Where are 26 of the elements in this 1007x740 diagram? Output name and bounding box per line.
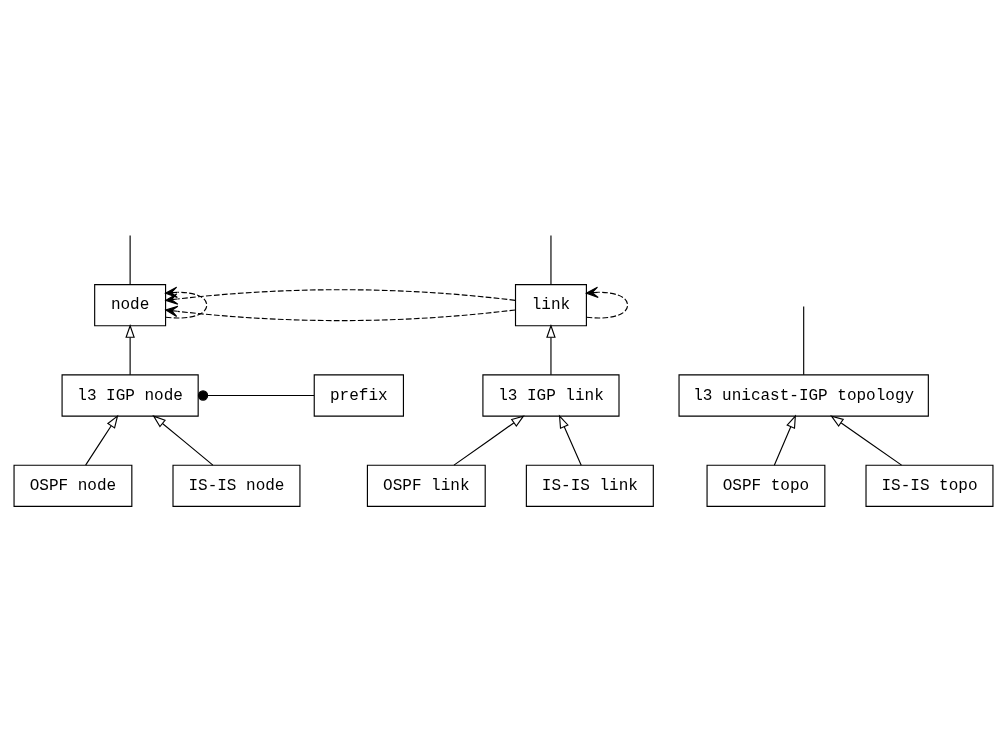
arrow: [585, 286, 629, 319]
node-box: l3 IGP link: [482, 373, 620, 417]
arrow: [546, 323, 556, 375]
connector: [129, 234, 131, 285]
node-box: node: [94, 283, 167, 326]
node-box: l3 IGP node: [61, 373, 199, 417]
arrow: [558, 414, 582, 466]
arrow: [125, 323, 135, 375]
node-box: link: [514, 283, 587, 326]
arrow: [165, 305, 516, 321]
arrow: [773, 414, 797, 466]
node-box: OSPF topo: [706, 464, 826, 507]
connector: [550, 234, 552, 285]
arrow: [453, 414, 525, 466]
node-box: l3 unicast-IGP topology: [678, 373, 929, 417]
node-box: OSPF link: [366, 464, 486, 507]
arrow: [152, 414, 214, 466]
arrow: [85, 414, 119, 466]
connector: [803, 305, 805, 375]
connector: [197, 389, 315, 401]
node-box: IS-IS topo: [865, 464, 994, 507]
node-box: OSPF node: [13, 464, 133, 507]
arrow: [830, 414, 903, 466]
node-box: prefix: [313, 373, 404, 417]
node-box: IS-IS link: [525, 464, 654, 507]
node-box: IS-IS node: [172, 464, 301, 507]
